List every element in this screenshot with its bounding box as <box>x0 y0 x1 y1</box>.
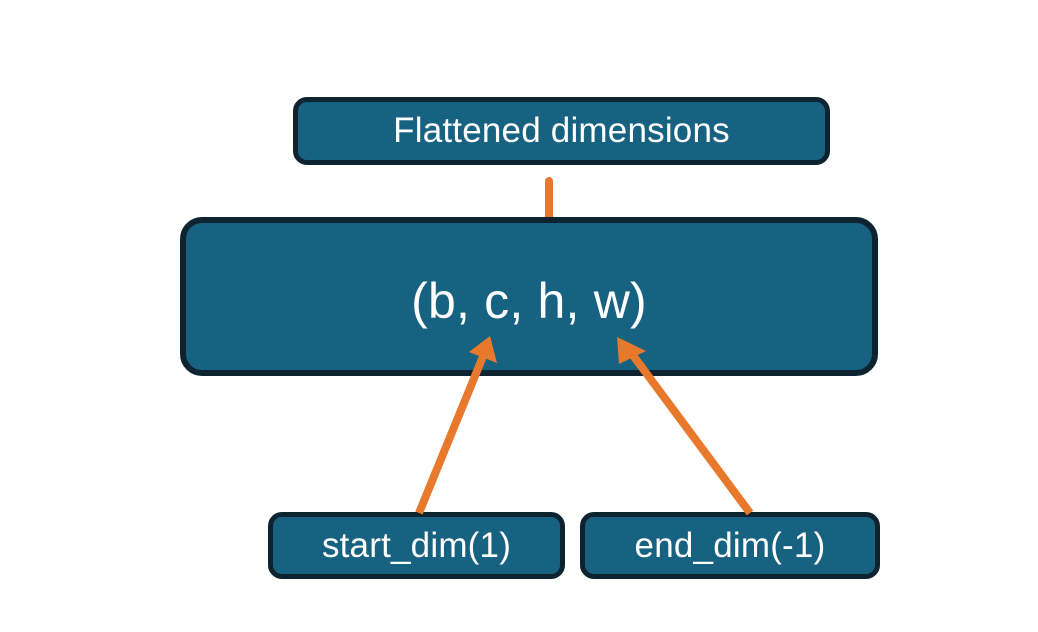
tensor-shape-label: (b, c, h, w) <box>411 272 647 329</box>
flattened-dimensions-label: Flattened dimensions <box>393 111 730 150</box>
end-dim-label: end_dim(-1) <box>634 525 826 565</box>
end-dim-box[interactable]: end_dim(-1) <box>580 512 880 579</box>
start-dim-label: start_dim(1) <box>321 525 512 565</box>
start-dim-box[interactable]: start_dim(1) <box>268 512 565 579</box>
tensor-shape-box[interactable]: (b, c, h, w) <box>180 217 878 376</box>
flattened-dimensions-box[interactable]: Flattened dimensions <box>293 97 830 165</box>
